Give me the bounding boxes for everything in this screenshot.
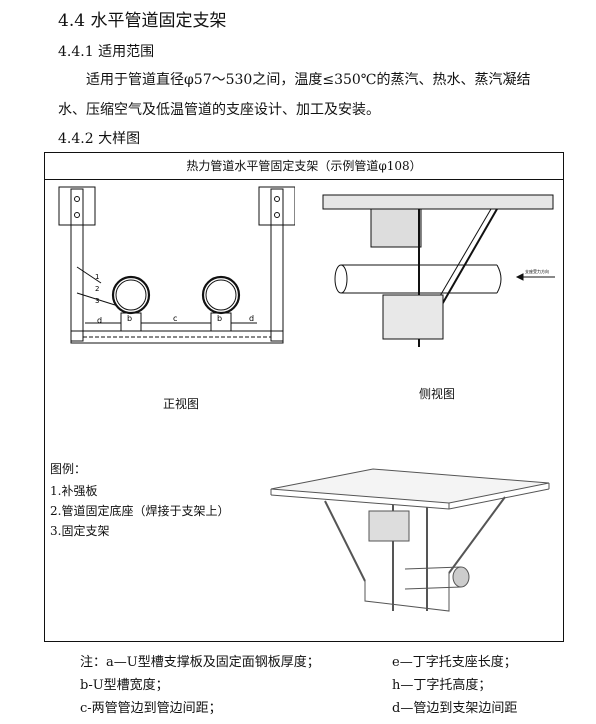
dim-d-left: d — [97, 316, 102, 325]
pipe-right — [201, 275, 241, 315]
legend-item-3: 3.固定支架 — [50, 524, 110, 538]
note-line-1: 注：a—U型槽支撑板及固定面钢板厚度； — [80, 655, 320, 670]
iso-brace-right — [448, 496, 506, 574]
dim-d-right: d — [249, 314, 254, 323]
pipe-side — [334, 264, 348, 294]
left-support-post — [70, 188, 84, 342]
subsection-scope-title: 4.4.1 适用范围 — [58, 44, 155, 60]
right-support-post — [270, 188, 284, 342]
scope-paragraph-line-1: 适用于管道直径φ57～530之间，温度≤350℃的蒸汽、热水、蒸汽凝结 — [86, 72, 531, 88]
section-title: 4.4 水平管道固定支架 — [58, 11, 227, 31]
front-view-caption: 正视图 — [163, 397, 200, 411]
iso-plate — [368, 510, 410, 542]
subsection-drawing-title: 4.4.2 大样图 — [58, 131, 141, 147]
note-line-5: h—丁字托高度； — [392, 678, 492, 693]
ceiling-slab — [322, 194, 554, 210]
pipe-base-side — [382, 294, 444, 340]
side-view-caption: 侧视图 — [419, 387, 456, 401]
drawing-frame: 热力管道水平管固定支架（示例管道φ108） — [44, 152, 564, 642]
isometric-view-drawing — [270, 468, 550, 612]
iso-brace-left — [324, 500, 366, 582]
callout-3: 3 — [95, 297, 99, 305]
note-line-2: b-U型槽宽度； — [80, 678, 169, 693]
bottom-beam — [70, 330, 284, 344]
side-arrow-label: 支座受力方向 — [525, 268, 549, 274]
concrete-beam — [370, 208, 422, 248]
scope-paragraph-line-2: 水、压缩空气及低温管道的支座设计、加工及安装。 — [58, 102, 380, 118]
dim-c: c — [173, 314, 177, 323]
note-line-4: e—丁字托支座长度； — [392, 655, 517, 670]
legend-item-1: 1.补强板 — [50, 484, 98, 498]
note-line-6: d—管边到支架边间距 — [392, 701, 518, 716]
pipe-base-right — [210, 312, 232, 332]
legend-heading: 图例： — [50, 462, 87, 476]
right-reinforcing-plate — [258, 186, 295, 226]
pipe-base-left — [120, 312, 142, 332]
iso-pipe-end — [452, 566, 470, 588]
callout-1: 1 — [95, 273, 99, 281]
dim-b-right: b — [217, 314, 222, 323]
note-line-3: c-两管管边到管边间距； — [80, 701, 222, 716]
legend-item-2: 2.管道固定底座（焊接于支架上） — [50, 504, 230, 518]
pipe-left — [111, 275, 151, 315]
left-reinforcing-plate — [58, 186, 96, 226]
dim-b-left: b — [127, 314, 132, 323]
front-view-drawing: d b c b d 1 2 3 — [58, 186, 295, 344]
drawing-title: 热力管道水平管固定支架（示例管道φ108） — [45, 153, 563, 180]
callout-2: 2 — [95, 285, 99, 293]
side-view-drawing: 支座受力方向 — [322, 194, 555, 347]
